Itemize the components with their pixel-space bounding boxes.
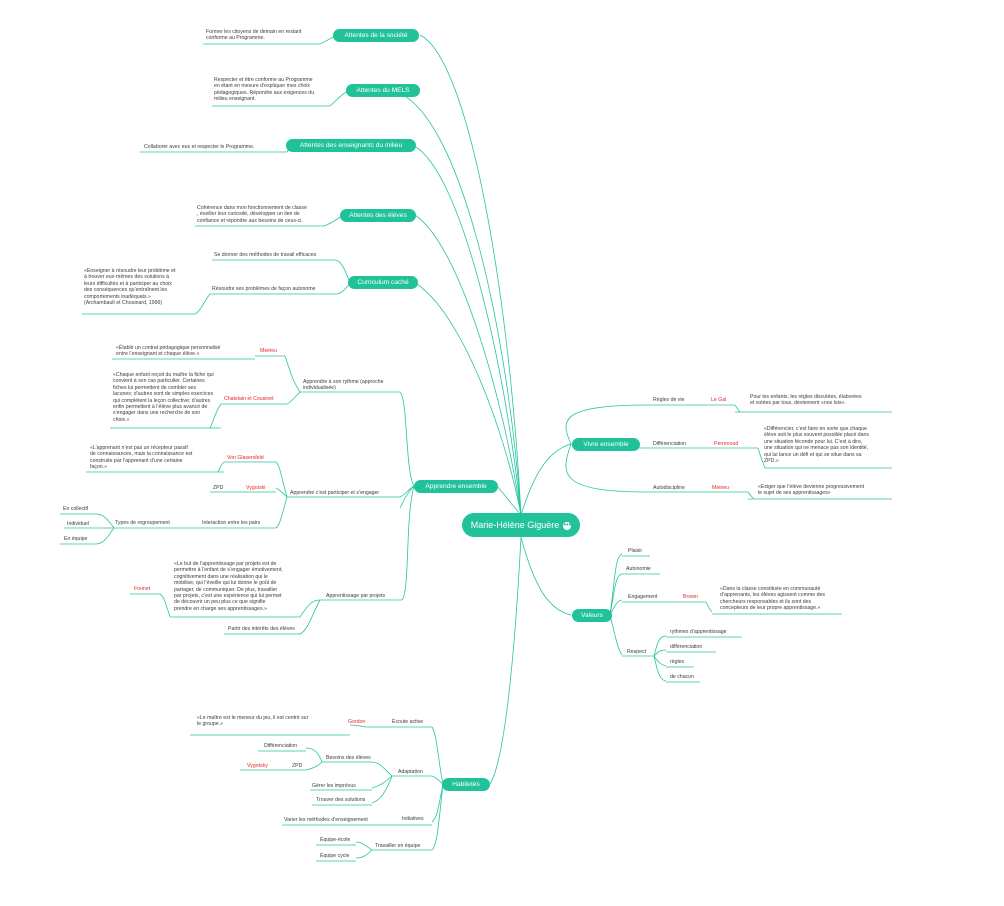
root-title: Marie-Hélène Giguère — [470, 520, 560, 530]
valeurs-autonomie[interactable]: Autonomie — [626, 566, 651, 572]
habiletes-solutions[interactable]: Trouver des solutions — [316, 797, 366, 803]
apprendre-participer[interactable]: Apprendre c’est participer et s’engager — [290, 490, 380, 496]
habiletes-equipe-ecole[interactable]: Équipe-école — [320, 837, 351, 843]
habiletes-equipe-cycle[interactable]: Équipe cycle — [320, 853, 350, 859]
note-eleves: Cohérence dans mon fonctionnement de cla… — [197, 205, 307, 224]
quote-chatelain: «Chaque enfant reçoit du maître la fiche… — [113, 372, 214, 423]
branch-vivre-ensemble[interactable]: Vivre ensemble — [572, 438, 640, 451]
curriculum-quote: «Enseigner à résoudre leur problème et à… — [84, 268, 176, 307]
quote-freinet: «Le but de l’apprentissage par projets e… — [174, 561, 283, 612]
author-chatelain-cousinet[interactable]: Chatelain et Cousinet — [224, 396, 274, 402]
author-vygotski[interactable]: Vygotski — [246, 485, 266, 491]
author-le-gal[interactable]: Le Gal — [711, 397, 727, 403]
quote-brown: «Dans la classe constituée en communauté… — [720, 586, 825, 612]
habiletes-besoins[interactable]: Besoins des élèves — [326, 755, 371, 761]
regroupement-equipe[interactable]: En équipe — [64, 536, 88, 542]
respect-rythmes[interactable]: rythmes d’apprentissage — [670, 629, 727, 635]
respect-regles[interactable]: règles — [670, 659, 685, 665]
note-societe: Former les citoyens de demain en restant… — [206, 29, 302, 42]
branch-attentes-eleves[interactable]: Attentes des élèves — [340, 209, 416, 222]
apprendre-rythme[interactable]: Apprendre à son rythme (approche individ… — [303, 379, 384, 392]
branch-attentes-enseignants[interactable]: Attentes des enseignants du milieu — [286, 139, 416, 152]
apprendre-interets[interactable]: Partir des intérêts des élèves — [228, 626, 295, 632]
quote-gordon: «Le maître est le meneur du jeu, il est … — [197, 715, 309, 728]
branch-habiletes[interactable]: Habiletés — [442, 778, 490, 791]
vivre-regles[interactable]: Règles de vie — [653, 397, 685, 403]
habiletes-equipe[interactable]: Travailler en équipe — [375, 843, 421, 849]
types-regroupement[interactable]: Types de regroupement — [115, 520, 170, 526]
author-meirieu[interactable]: Meirieu — [260, 348, 278, 354]
habiletes-differenciation[interactable]: Différenciation — [264, 743, 298, 749]
apprendre-zpd[interactable]: ZPD — [213, 485, 224, 491]
vivre-differenciation[interactable]: Différenciation — [653, 441, 687, 447]
habiletes-imprevus[interactable]: Gérer les imprévus — [312, 783, 356, 789]
habiletes-ecoute[interactable]: Écoute active — [392, 719, 424, 725]
habiletes-adaptation[interactable]: Adaptation — [398, 769, 423, 775]
author-vygotsky[interactable]: Vygotsky — [247, 763, 268, 769]
author-meirieu-2[interactable]: Meirieu — [712, 485, 730, 491]
quote-meirieu-2: «Exiger que l’élève devienne progressive… — [758, 484, 865, 497]
apprendre-interaction[interactable]: Interaction entre les pairs — [202, 520, 261, 526]
respect-de-chacun[interactable]: de chacun — [670, 674, 694, 680]
vivre-autodiscipline[interactable]: Autodiscipline — [653, 485, 686, 491]
author-glasersfeld[interactable]: Von Glasersfeld — [227, 455, 264, 461]
more-icon[interactable]: ••• — [563, 521, 572, 530]
regroupement-individuel[interactable]: Individuel — [67, 521, 89, 527]
root-topic[interactable]: Marie-Hélène Giguère••• — [462, 513, 580, 537]
author-gordon[interactable]: Gordon — [348, 719, 366, 725]
note-mels: Respecter et être conforme au Programme … — [214, 77, 315, 103]
curriculum-item-resoudre[interactable]: Résoudre ses problèmes de façon autonome — [212, 286, 316, 292]
quote-perrenoud: «Différencier, c’est faire en sorte que … — [764, 426, 869, 465]
branch-valeurs[interactable]: Valeurs — [572, 609, 612, 622]
author-brown[interactable]: Brown — [683, 594, 698, 600]
branch-attentes-societe[interactable]: Attentes de la société — [333, 29, 419, 42]
curriculum-item-methodes[interactable]: Se donner des méthodes de travail effica… — [214, 252, 317, 258]
author-perrenoud[interactable]: Perrenoud — [714, 441, 739, 447]
note-enseignants: Collaborer avec eux et respecter le Prog… — [144, 144, 255, 150]
quote-le-gal: Pour les enfants, les règles discutées, … — [750, 394, 862, 407]
author-freinet[interactable]: Freinet — [134, 586, 151, 592]
habiletes-zpd[interactable]: ZPD — [292, 763, 303, 769]
apprendre-projets[interactable]: Apprentissage par projets — [326, 593, 386, 599]
valeurs-respect[interactable]: Respect — [627, 649, 647, 655]
branch-attentes-mels[interactable]: Attentes du MELS — [346, 84, 420, 97]
habiletes-initiatives[interactable]: Initiatives — [402, 816, 424, 822]
habiletes-varier[interactable]: Varier les méthodes d’enseignement — [284, 817, 368, 823]
regroupement-collectif[interactable]: En collectif — [63, 506, 89, 512]
quote-meirieu: «Établir un contrat pédagogique personna… — [116, 345, 221, 358]
branch-apprendre-ensemble[interactable]: Apprendre ensemble — [414, 480, 498, 493]
valeurs-plaisir[interactable]: Plaisir — [628, 548, 643, 554]
branch-curriculum-cache[interactable]: Curriculum caché — [348, 276, 418, 289]
quote-glasersfeld: «L’apprenant n’est pas un récepteur pass… — [90, 445, 193, 471]
valeurs-engagement[interactable]: Engagement — [628, 594, 658, 600]
respect-differenciation[interactable]: différenciation — [670, 644, 703, 650]
